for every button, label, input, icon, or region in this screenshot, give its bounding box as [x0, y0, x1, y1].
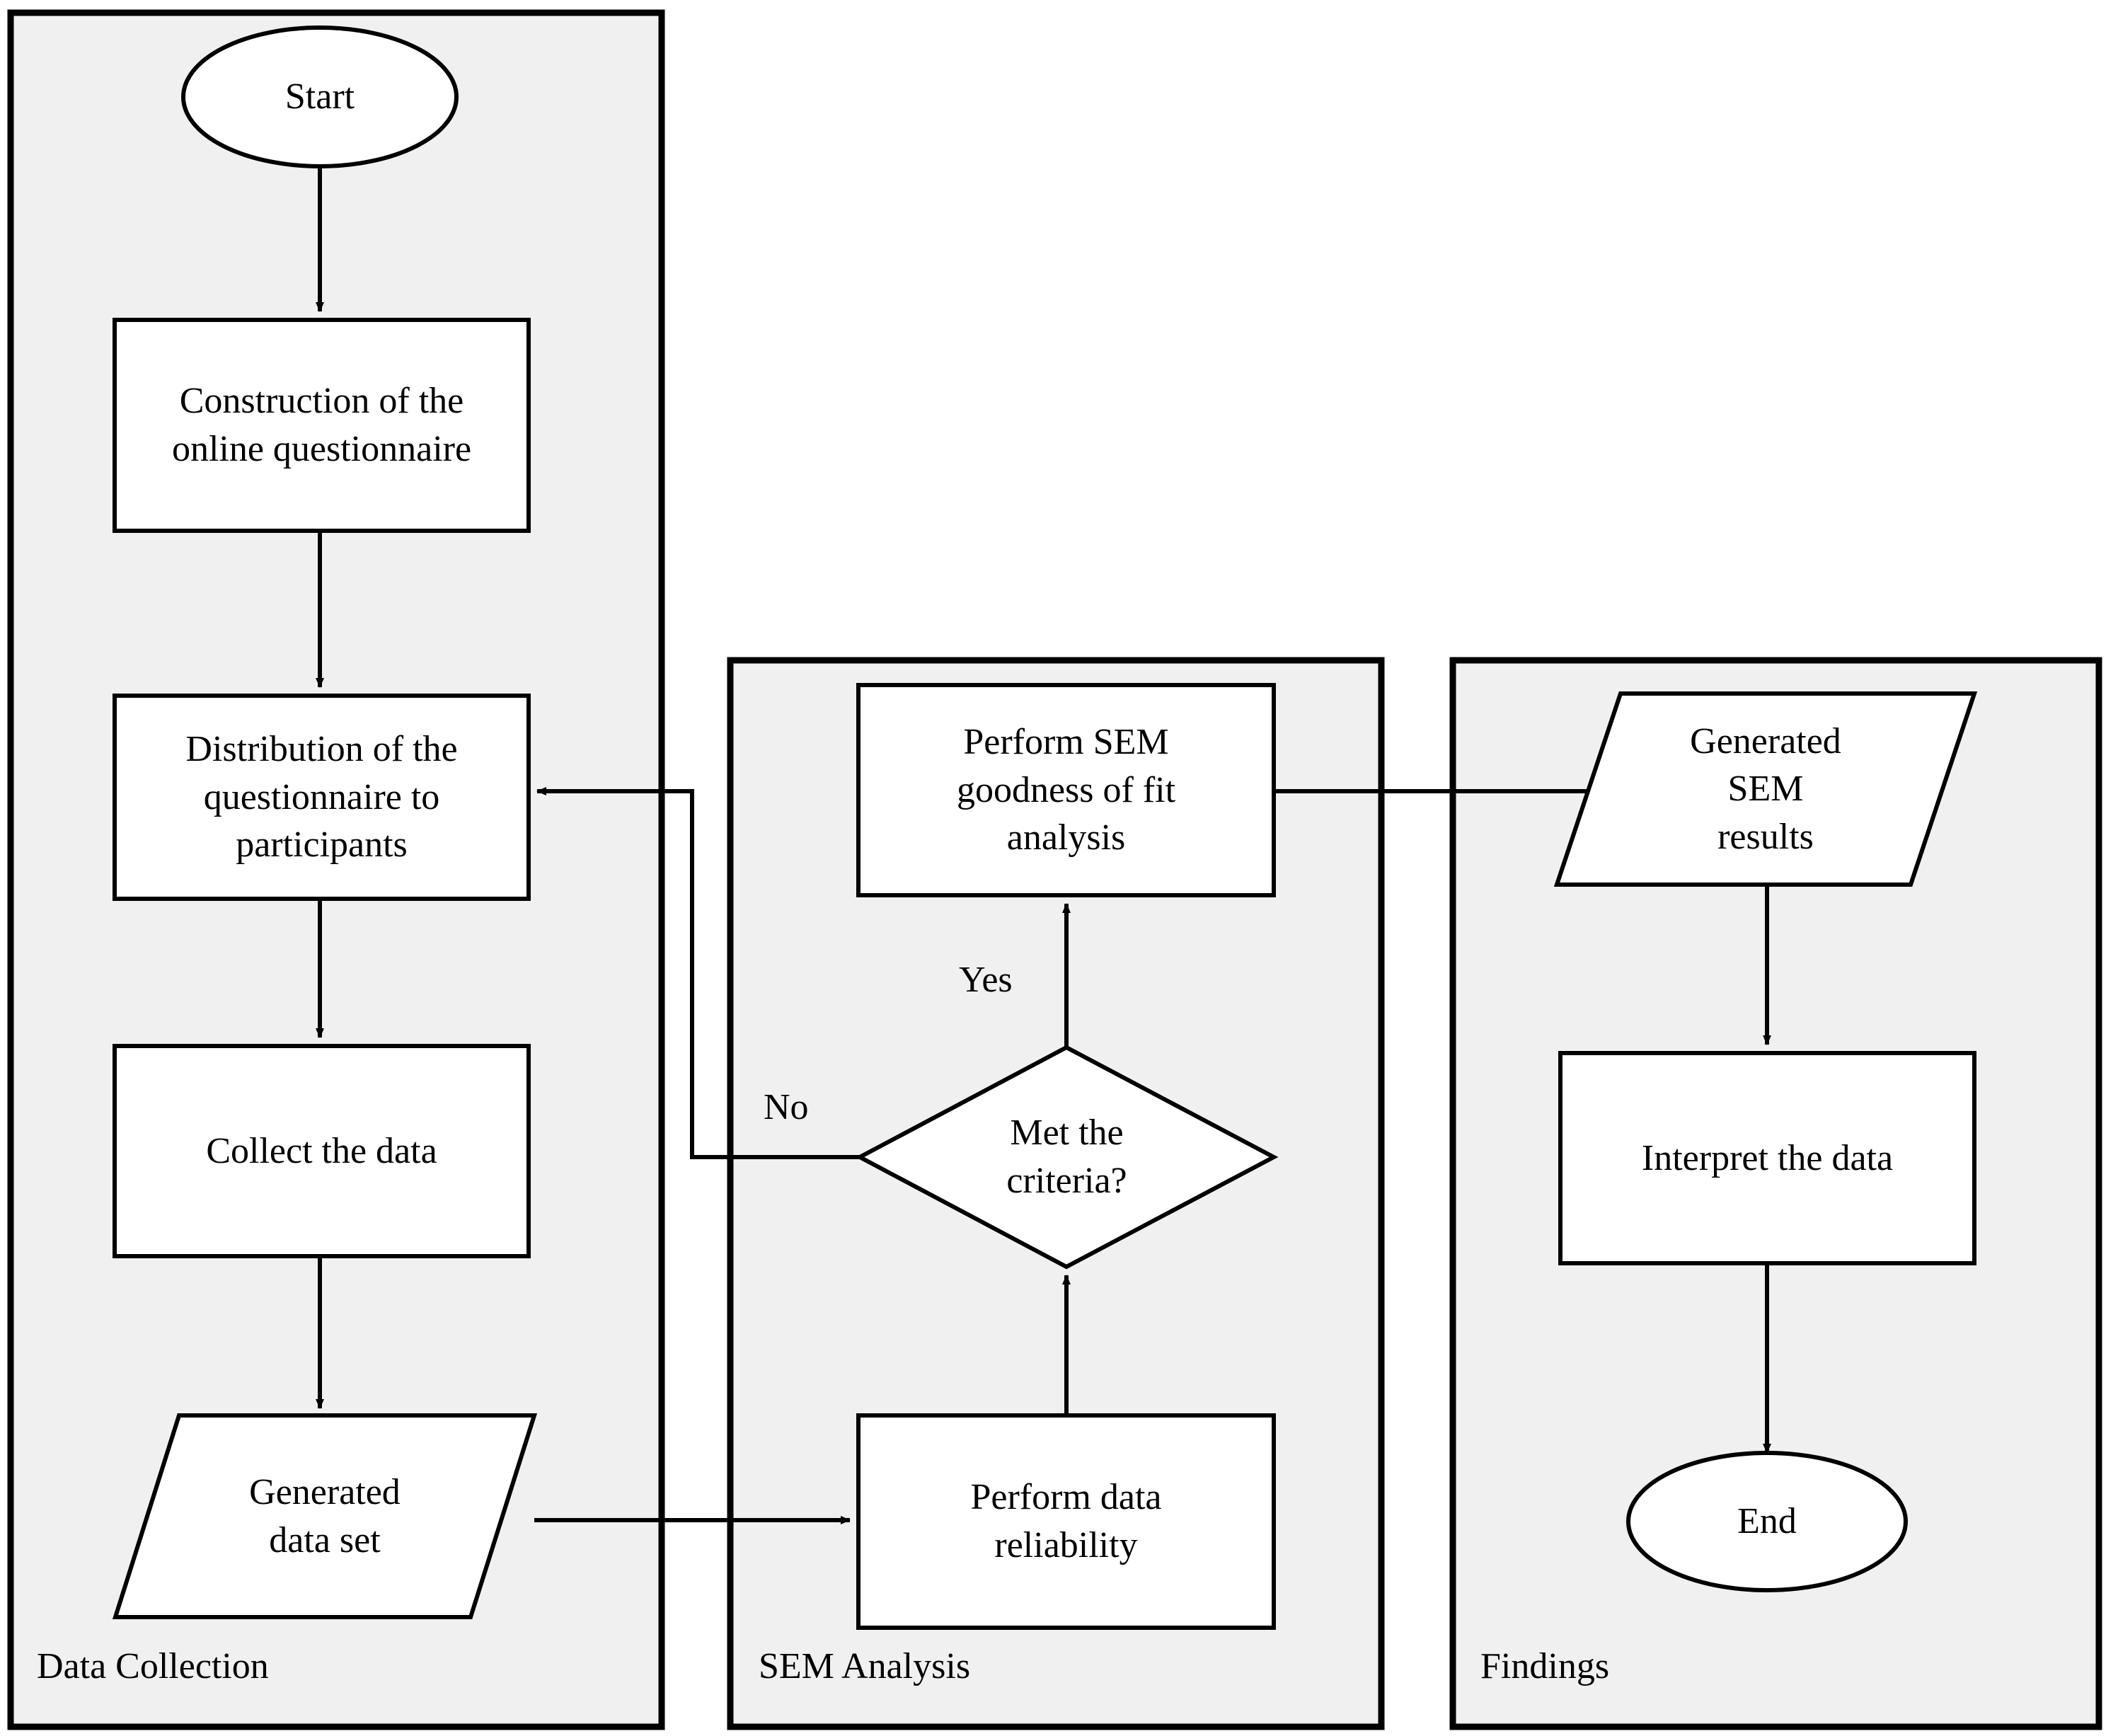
lane-label-sem-analysis: SEM Analysis	[759, 1646, 971, 1686]
lane-label-findings: Findings	[1480, 1646, 1610, 1686]
node-perform-sem-goodness-of-fit[interactable]	[856, 683, 1276, 897]
node-construction[interactable]	[113, 318, 531, 533]
node-interpret-the-data[interactable]	[1558, 1051, 1976, 1265]
node-collect[interactable]	[113, 1044, 531, 1258]
node-met-the-criteria[interactable]	[855, 1045, 1279, 1270]
node-distribution[interactable]	[113, 694, 531, 901]
edge-label-yes: Yes	[959, 960, 1013, 1000]
lane-label-data-collection: Data Collection	[37, 1646, 269, 1686]
node-perform-data-reliability[interactable]	[856, 1413, 1276, 1630]
edge-label-no: No	[764, 1087, 809, 1127]
node-generated-sem-results[interactable]	[1553, 691, 1978, 887]
node-start[interactable]	[181, 25, 459, 168]
edge-criteria-to-distribution-no	[536, 787, 860, 1159]
node-end[interactable]	[1626, 1451, 1908, 1592]
node-generated-data-set[interactable]	[112, 1413, 538, 1619]
